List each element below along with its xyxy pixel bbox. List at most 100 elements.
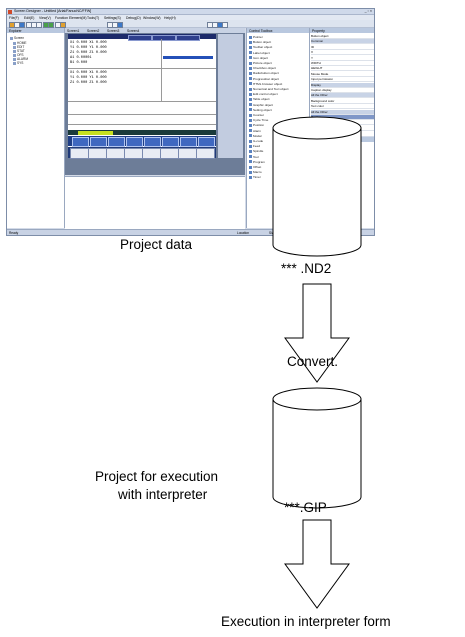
property-row[interactable]: HEIGHT — [311, 66, 374, 72]
toolbox-item[interactable]: Alarm — [249, 129, 261, 133]
menu-debug[interactable]: Debug(D) — [126, 15, 141, 20]
toolbox-item[interactable]: Setting object — [249, 108, 272, 112]
property-row[interactable]: Y — [311, 56, 374, 61]
toolbox-item[interactable]: Position — [249, 123, 264, 127]
menu-edit[interactable]: Edit(E) — [24, 15, 35, 20]
toolbox-item[interactable]: Table object — [249, 97, 270, 101]
toolbox-item-label: Timer — [253, 175, 261, 180]
toolbox-item[interactable]: G-code — [249, 139, 263, 143]
soft-key[interactable] — [162, 137, 179, 147]
tab-screen4[interactable]: Screen4 — [127, 28, 140, 33]
control-icon — [249, 134, 252, 138]
toolbox-item[interactable]: Label object — [249, 51, 270, 55]
property-row[interactable]: Background color — [311, 99, 374, 104]
toolbox-item[interactable]: Counter — [249, 113, 264, 117]
property-category[interactable]: Display — [311, 82, 374, 88]
control-icon — [249, 71, 252, 75]
tree-item[interactable]: Screen — [10, 36, 24, 40]
toolbox-item-label: Cycle Time — [253, 118, 269, 123]
property-category[interactable]: Common — [311, 39, 374, 45]
toolbox-item-label: Macro — [253, 170, 262, 175]
soft-key[interactable] — [180, 137, 197, 147]
toolbox-item[interactable]: Modal — [249, 134, 261, 138]
toolbox-item[interactable]: Toolbar object — [249, 45, 272, 49]
gip-cylinder — [272, 387, 362, 509]
menu-function[interactable]: Function Element(M) — [55, 15, 87, 20]
toolbox-item-label: Alarm — [253, 128, 262, 133]
toolbox-item[interactable]: Timer — [249, 175, 261, 179]
redo-icon[interactable] — [48, 21, 54, 28]
control-icon — [249, 92, 252, 96]
toolbox-item[interactable]: Edit control object — [249, 92, 278, 96]
toolbox-item[interactable]: Macro — [249, 170, 262, 174]
property-row[interactable]: X — [311, 50, 374, 56]
property-row[interactable]: Button object — [311, 34, 374, 39]
coord-row: Y1 0.000 Y1 0.000 — [70, 76, 107, 80]
tab-screen1[interactable]: Screen1 — [67, 28, 80, 33]
control-icon — [249, 103, 252, 107]
save-icon[interactable] — [19, 21, 25, 28]
toolbox-item[interactable]: Graphic object — [249, 103, 273, 107]
property-row[interactable]: Caption display — [311, 88, 374, 93]
toolbox-item[interactable]: Offset — [249, 165, 261, 169]
toolbox-item[interactable]: Spindle — [249, 149, 263, 153]
tree-item[interactable]: STAT — [13, 49, 25, 53]
cnc-screen-canvas[interactable]: X1 0.000 X1 0.000 Y1 0.000 Y1 0.000 Z1 0… — [68, 34, 216, 159]
toolbox-item[interactable]: Checkbox object — [249, 66, 276, 70]
menu-tools[interactable]: Tools(T) — [87, 15, 100, 20]
ungroup-icon[interactable] — [222, 21, 228, 28]
align-icon[interactable] — [117, 21, 123, 28]
toolbox-item[interactable]: Numerical and Text object — [249, 87, 289, 91]
toolbox-item-label: Edit control object — [253, 92, 278, 97]
toolbox-item[interactable]: Progressbar object — [249, 77, 279, 81]
toolbox-item[interactable]: Feed — [249, 144, 260, 148]
tree-item[interactable]: ALARM — [13, 57, 28, 61]
soft-key[interactable] — [198, 137, 215, 147]
toolbox-item[interactable]: Picture object — [249, 61, 272, 65]
soft-key[interactable] — [72, 137, 89, 147]
property-row[interactable]: Mouse Mode — [311, 72, 374, 77]
property-category[interactable]: All the Other — [311, 93, 374, 99]
property-row[interactable]: WIDTH — [311, 61, 374, 66]
soft-key[interactable] — [108, 137, 125, 147]
menu-file[interactable]: File(F) — [9, 15, 19, 20]
property-category[interactable]: All the Other — [311, 109, 374, 115]
tree-item[interactable]: SYS — [13, 61, 23, 65]
tab-screen3[interactable]: Screen3 — [107, 28, 120, 33]
control-icon — [249, 51, 252, 55]
coord-row: X1 0.000 X1 0.000 — [70, 71, 107, 75]
tree-item[interactable]: OFS — [13, 53, 24, 57]
function-key[interactable] — [196, 148, 215, 159]
toolbox-item[interactable]: Radiobutton object — [249, 71, 279, 75]
menu-settings[interactable]: Settings(S) — [104, 15, 121, 20]
toolbox-item[interactable]: Cycle Time — [249, 118, 268, 122]
paste-icon[interactable] — [36, 21, 42, 28]
toolbox-item[interactable]: Tool — [249, 155, 259, 159]
property-row[interactable]: ID — [311, 45, 374, 50]
toolbox-item[interactable]: Button object — [249, 40, 271, 44]
menu-view[interactable]: View(V) — [39, 15, 51, 20]
tab-screen2[interactable]: Screen2 — [87, 28, 100, 33]
toolbox-item-label: Program — [253, 159, 265, 164]
toolbox-item[interactable]: Icon object — [249, 56, 268, 60]
tree-item[interactable]: HOME — [13, 41, 27, 45]
run-icon[interactable] — [60, 21, 66, 28]
menu-window[interactable]: Window(W) — [143, 15, 161, 20]
toolbox-item-label: Graphic object — [253, 102, 273, 107]
toolbox-item[interactable]: HTML browser object — [249, 82, 282, 86]
window-buttons[interactable]: _ ▫ × — [364, 9, 372, 13]
execution-label: Execution in interpreter form — [221, 614, 391, 629]
soft-key[interactable] — [144, 137, 161, 147]
gip-caption-line2: with interpreter — [118, 487, 208, 502]
soft-key[interactable] — [126, 137, 143, 147]
status-ready: Ready — [9, 231, 19, 235]
coord-row: Z1 0.000 Z1 0.000 — [70, 81, 107, 85]
menu-help[interactable]: Help(H) — [164, 15, 176, 20]
gip-label: ***.GIP — [284, 500, 327, 515]
soft-key[interactable] — [90, 137, 107, 147]
toolbox-item[interactable]: Pointer — [249, 35, 263, 39]
property-row[interactable]: Input permission — [311, 77, 374, 83]
property-row[interactable]: Text color — [311, 104, 374, 110]
tree-item[interactable]: EDIT — [13, 45, 24, 49]
toolbox-item[interactable]: Program — [249, 160, 265, 164]
